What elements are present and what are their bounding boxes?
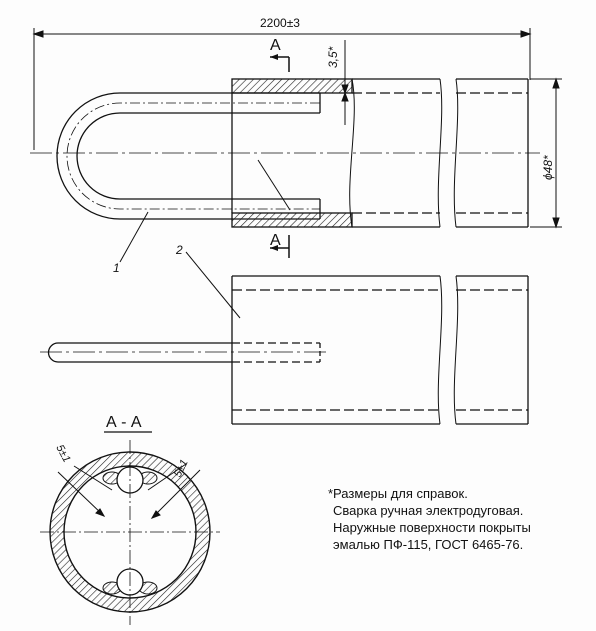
- tube-side-view: [40, 342, 330, 363]
- u-tube-top: [56, 92, 321, 220]
- leader-1-label: 1: [113, 261, 120, 275]
- section-marker-bottom: [270, 235, 290, 258]
- drawing-notes: *Размеры для справок. Сварка ручная элек…: [328, 485, 590, 553]
- pipe-side-view: [231, 275, 529, 425]
- overall-length-dimension: [32, 28, 532, 150]
- leader-1-line: [119, 211, 149, 263]
- note-2: Сварка ручная электродуговая.: [333, 503, 524, 518]
- note-1: *Размеры для справок.: [328, 486, 468, 501]
- section-title: А - А: [106, 414, 142, 431]
- note-4: эмалью ПФ-115, ГОСТ 6465-76.: [333, 537, 524, 552]
- diameter-dimension: [530, 77, 562, 229]
- section-marker-top: [270, 54, 290, 72]
- weld-size-left-label: 5±1: [53, 443, 72, 465]
- wall-offset-dimension: [320, 40, 352, 125]
- section-marker-bottom-label: A: [270, 232, 281, 249]
- diameter-label: ϕ48*: [541, 155, 555, 180]
- cross-section: [40, 440, 220, 625]
- weld-dimension-right: [147, 463, 201, 519]
- section-marker-top-label: A: [270, 37, 281, 54]
- pipe-top-view: [231, 78, 529, 228]
- leader-2-label: 2: [175, 243, 183, 257]
- note-3: Наружные поверхности покрыты: [333, 520, 531, 535]
- overall-length-label: 2200±3: [260, 16, 300, 30]
- weld-dimension-left: [57, 465, 113, 517]
- inner-leader: [257, 159, 291, 211]
- wall-offset-label: 3,5*: [326, 46, 340, 68]
- leader-2-line: [185, 251, 241, 319]
